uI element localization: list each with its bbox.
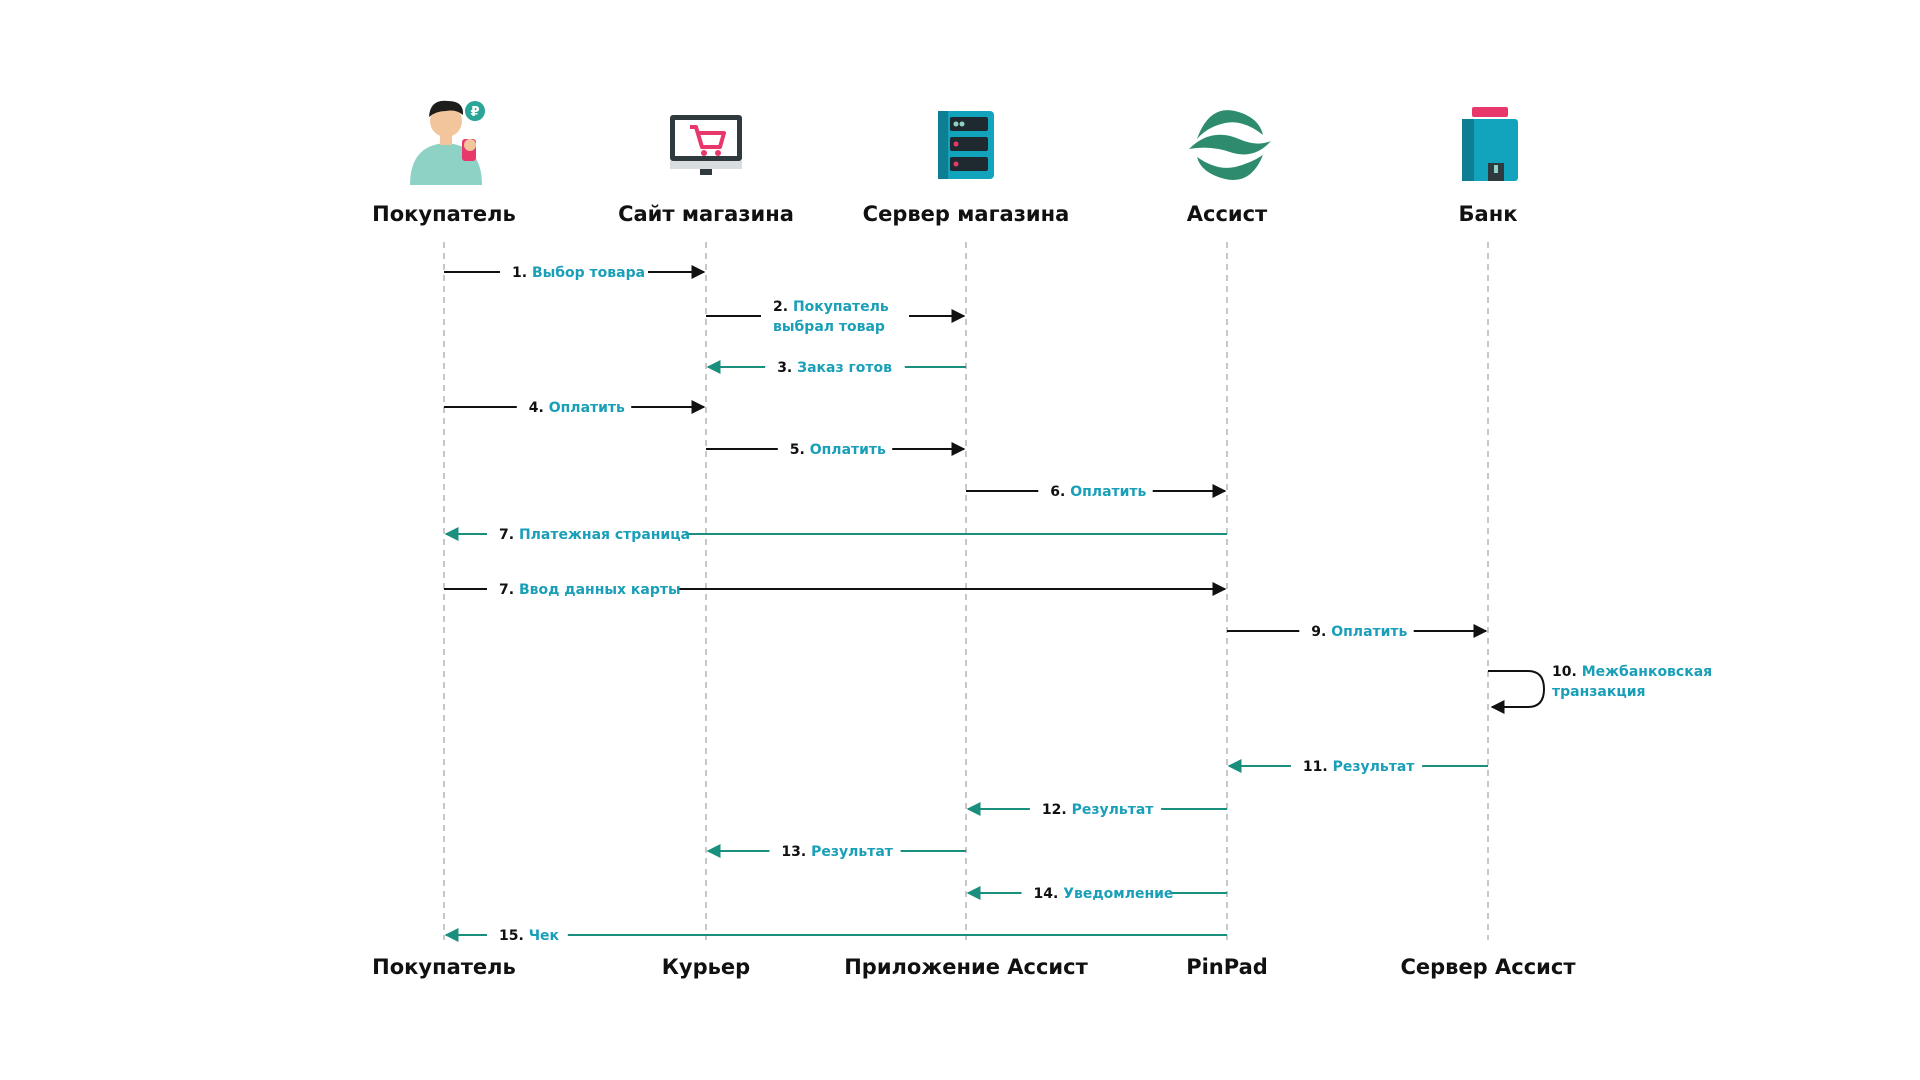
message-3: 3. Заказ готов <box>706 360 966 376</box>
shop-website-monitor-icon <box>670 115 742 175</box>
actor-title-top: Сервер магазина <box>863 202 1070 226</box>
message-label: 12. Результат <box>1042 802 1154 818</box>
customer-with-phone-icon: ₽ <box>410 100 485 185</box>
message-label: выбрал товар <box>773 319 885 335</box>
message-9: 9. Оплатить <box>1227 624 1488 640</box>
message-12: 12. Результат <box>966 802 1227 818</box>
message-2: 2. Покупатель выбрал товар <box>706 299 966 335</box>
message-label: 11. Результат <box>1303 759 1415 775</box>
message-4: 4. Оплатить <box>444 400 706 416</box>
message-14: 14. Уведомление <box>966 886 1227 902</box>
message-label: 2. Покупатель <box>773 299 889 315</box>
actor-title-bottom: Покупатель <box>372 955 516 979</box>
message-10: 10. Межбанковская транзакция <box>1488 664 1712 714</box>
message-label: 9. Оплатить <box>1311 624 1407 640</box>
message-8: 7. Ввод данных карты <box>444 582 1227 598</box>
message-label: 5. Оплатить <box>790 442 886 458</box>
message-15: 15. Чек <box>444 928 1227 944</box>
message-5: 5. Оплатить <box>706 442 966 458</box>
message-11: 11. Результат <box>1227 759 1488 775</box>
message-label: 7. Платежная страница <box>499 527 690 543</box>
actor-title-top: Покупатель <box>372 202 516 226</box>
message-6: 6. Оплатить <box>966 484 1227 500</box>
actor-title-top: Сайт магазина <box>618 202 794 226</box>
message-7: 7. Платежная страница <box>444 527 1227 543</box>
actor-title-bottom: Курьер <box>662 955 750 979</box>
svg-text:₽: ₽ <box>470 105 479 120</box>
server-rack-icon <box>938 111 994 179</box>
actor-title-bottom: Приложение Ассист <box>844 955 1088 979</box>
message-13: 13. Результат <box>706 844 966 860</box>
message-label: 6. Оплатить <box>1050 484 1146 500</box>
actor-title-bottom: Сервер Ассист <box>1400 955 1576 979</box>
actor-title-top: Ассист <box>1187 202 1268 226</box>
message-1: 1. Выбор товара <box>444 265 706 281</box>
message-label: 1. Выбор товара <box>512 265 645 281</box>
self-arrow <box>1488 670 1546 714</box>
message-label: 15. Чек <box>499 928 559 944</box>
message-label: 10. Межбанковская <box>1552 664 1712 680</box>
assist-logo-icon <box>1189 110 1271 180</box>
actor-title-top: Банк <box>1459 202 1518 226</box>
message-label: 13. Результат <box>781 844 893 860</box>
message-label: 4. Оплатить <box>529 400 625 416</box>
message-label: 14. Уведомление <box>1034 886 1174 902</box>
message-label: транзакция <box>1552 684 1646 700</box>
actor-title-bottom: PinPad <box>1186 955 1268 979</box>
message-label: 7. Ввод данных карты <box>499 582 681 598</box>
bank-building-icon <box>1462 107 1518 181</box>
message-label: 3. Заказ готов <box>777 360 892 376</box>
